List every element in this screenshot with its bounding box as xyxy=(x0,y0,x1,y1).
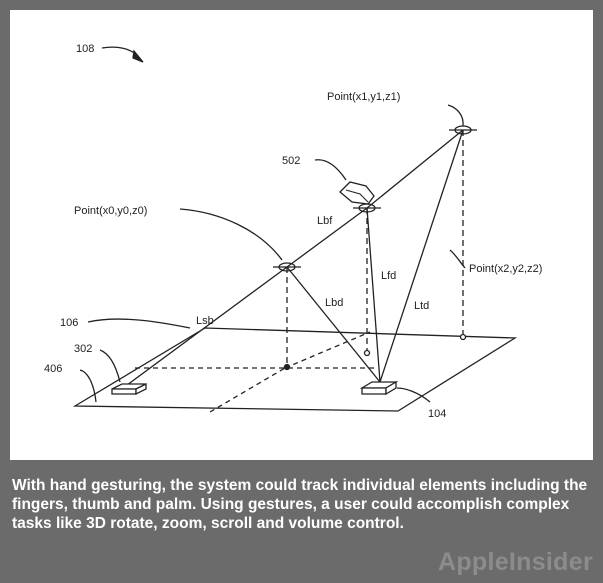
leader-502 xyxy=(315,160,346,180)
ltd-label: Ltd xyxy=(414,300,429,312)
sensor-block-302 xyxy=(112,384,146,394)
line-lsb xyxy=(123,267,287,388)
figure-caption: With hand gesturing, the system could tr… xyxy=(12,476,595,533)
lfd-label: Lfd xyxy=(381,270,396,282)
ref-302-label: 302 xyxy=(74,343,92,355)
line-lbd xyxy=(287,267,380,382)
leader-point-left xyxy=(180,209,282,260)
patent-figure: 108 Point(x1,y1,z1) 502 Point(x0,y0,z0) … xyxy=(10,10,593,460)
gesture-tracking-diagram: 108 Point(x1,y1,z1) 502 Point(x0,y0,z0) … xyxy=(10,10,593,460)
sensor-block-104 xyxy=(362,382,396,394)
ground-plane xyxy=(75,328,515,411)
line-lfd xyxy=(367,208,380,382)
lbf-label: Lbf xyxy=(317,215,333,227)
lsb-label: Lsb xyxy=(196,315,214,327)
projection-dot xyxy=(461,335,466,340)
line-top xyxy=(367,130,463,208)
point-top-label: Point(x1,y1,z1) xyxy=(327,91,400,103)
leader-104 xyxy=(397,388,430,402)
leader-point-top xyxy=(448,105,463,126)
line-ltd xyxy=(380,130,463,382)
leader-302 xyxy=(100,350,120,382)
appleinsider-watermark: AppleInsider xyxy=(438,548,593,577)
ref-104-label: 104 xyxy=(428,408,446,420)
leader-108 xyxy=(102,47,138,56)
lbd-label: Lbd xyxy=(325,297,343,309)
ref-106-label: 106 xyxy=(60,317,78,329)
leader-106 xyxy=(88,319,190,328)
projection-dot xyxy=(285,365,290,370)
projection-dot xyxy=(365,351,370,356)
ref-108-label: 108 xyxy=(76,43,94,55)
ref-406-label: 406 xyxy=(44,363,62,375)
plane-dashed-line xyxy=(210,368,285,412)
ref-502-label: 502 xyxy=(282,155,300,167)
plane-dashed-line xyxy=(285,332,370,368)
leader-406 xyxy=(80,370,96,402)
arrow-108-icon xyxy=(133,51,143,62)
point-right-label: Point(x2,y2,z2) xyxy=(469,263,542,275)
point-left-label: Point(x0,y0,z0) xyxy=(74,205,147,217)
